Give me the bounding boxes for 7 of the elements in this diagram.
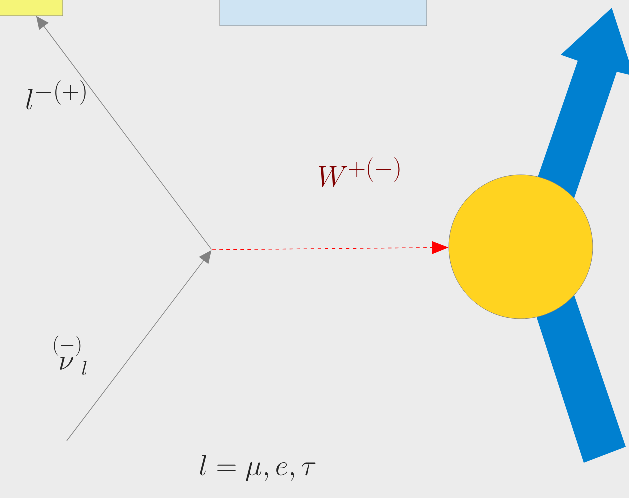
- formula-label: $W^{+(-)}$: [319, 158, 400, 187]
- box: [220, 0, 428, 26]
- box: [0, 0, 64, 16]
- circle: [448, 174, 594, 320]
- formula-label: $l=\mu,e,\tau$: [200, 455, 316, 482]
- edge-label: $l^{-(+)}$: [26, 80, 86, 110]
- edge-label: $\stackrel{(-)}{\nu}_{l}$: [54, 336, 87, 376]
